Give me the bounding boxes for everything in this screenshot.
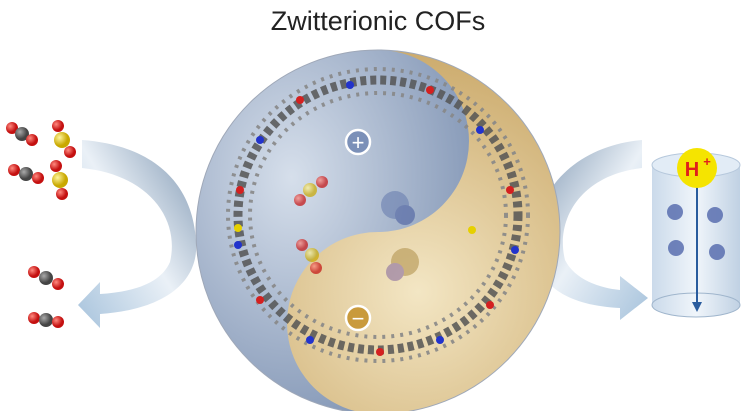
minus-sign: − [352, 306, 365, 331]
proton-conduction-cylinder: H + [651, 148, 741, 318]
framework-atoms [234, 81, 519, 356]
gas-mixture-molecules [6, 120, 76, 200]
plus-sign: + [352, 130, 365, 155]
guest-anion-molecule [386, 248, 419, 281]
so2-molecule [52, 120, 76, 158]
proton-charge: + [703, 154, 711, 169]
co2-molecule [8, 164, 44, 184]
co2-molecule [28, 266, 64, 290]
left-curved-arrow [78, 140, 197, 328]
purified-co2-molecules [28, 266, 64, 328]
co2-molecule [6, 122, 38, 146]
so2-molecule [50, 160, 68, 200]
proton-label: H [685, 159, 699, 181]
arrow-head-icon [692, 302, 702, 312]
anion-badge: − [344, 304, 372, 332]
figure-title: Zwitterionic COFs [270, 6, 486, 36]
cof-yin-yang-circle [196, 50, 560, 411]
co2-molecule [28, 312, 64, 328]
right-curved-arrow [534, 140, 648, 320]
proton-circle [677, 148, 717, 188]
cation-badge: + [344, 128, 372, 156]
guest-so2-molecule [294, 176, 328, 274]
guest-cation-molecule [381, 191, 415, 225]
